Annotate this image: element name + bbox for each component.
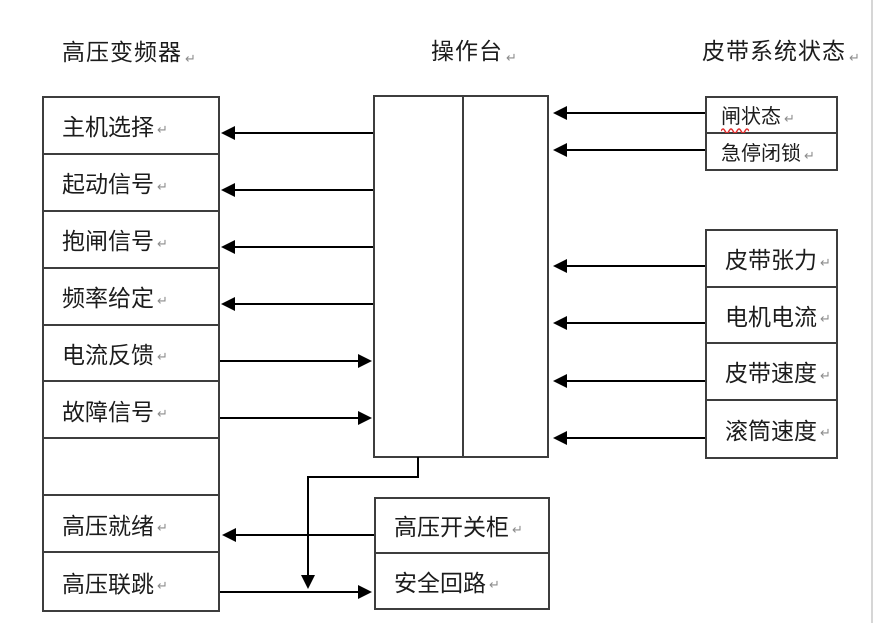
diagram-row: 起动信号↵ — [44, 155, 218, 212]
row-label: 高压联跳 — [62, 571, 154, 598]
paragraph-return-icon: ↵ — [820, 255, 831, 271]
diagram-row: 滚筒速度↵ — [707, 401, 836, 458]
row-label: 电机电流 — [725, 304, 817, 331]
row-label: 皮带张力 — [725, 248, 817, 275]
row-label: 起动信号 — [62, 172, 154, 199]
title-console-text: 操作台 — [431, 39, 503, 65]
arrowhead-icon — [221, 183, 235, 197]
row-label: 主机选择 — [62, 115, 154, 142]
diagram-row-empty — [44, 439, 218, 497]
diagram-row: 皮带张力↵ — [707, 231, 836, 288]
arrowhead-icon — [358, 354, 372, 368]
arrowhead-icon — [221, 297, 235, 311]
diagram-row: 故障信号↵ — [44, 382, 218, 440]
hv-inverter-panel: 主机选择↵起动信号↵抱闸信号↵频率给定↵电流反馈↵故障信号↵高压就绪↵高压联跳↵ — [42, 96, 220, 612]
diagram-row: 安全回路↵ — [376, 554, 548, 609]
console-box — [373, 95, 549, 458]
row-label: 安全回路 — [394, 570, 486, 597]
arrowhead-icon — [553, 259, 567, 273]
diagram-row: 急停闭锁↵ — [707, 134, 836, 170]
arrowhead-icon — [553, 316, 567, 330]
arrowhead-icon — [553, 431, 567, 445]
diagram-row: 抱闸信号↵ — [44, 212, 218, 269]
arrowhead-icon — [553, 143, 567, 157]
title-console: 操作台↵ — [431, 32, 518, 66]
paragraph-return-icon: ↵ — [849, 51, 861, 66]
title-belt-system-status: 皮带系统状态↵ — [702, 32, 861, 66]
page-edge-line — [871, 0, 873, 623]
console-inner-divider — [462, 97, 464, 456]
belt-status-panel-2: 皮带张力↵电机电流↵皮带速度↵滚筒速度↵ — [705, 229, 838, 459]
paragraph-return-icon: ↵ — [157, 579, 168, 595]
paragraph-return-icon: ↵ — [185, 52, 197, 67]
paragraph-return-icon: ↵ — [820, 426, 831, 442]
arrowhead-icon — [358, 411, 372, 425]
paragraph-return-icon: ↵ — [512, 522, 523, 538]
paragraph-return-icon: ↵ — [820, 368, 831, 384]
diagram-row: 高压联跳↵ — [44, 553, 218, 610]
diagram-row: 主机选择↵ — [44, 98, 218, 155]
diagram-row: 频率给定↵ — [44, 269, 218, 326]
arrowhead-icon — [301, 575, 315, 589]
diagram-row: 高压开关柜↵ — [376, 499, 548, 554]
title-hv-inverter-text: 高压变频器 — [62, 40, 182, 66]
paragraph-return-icon: ↵ — [157, 521, 168, 537]
row-label: 电流反馈 — [62, 342, 154, 369]
row-label: 急停闭锁 — [721, 140, 801, 165]
paragraph-return-icon: ↵ — [784, 112, 795, 128]
row-label: 闸状态 — [721, 104, 781, 129]
diagram-row: 闸状态↵ — [707, 98, 836, 134]
title-hv-inverter: 高压变频器↵ — [62, 33, 197, 67]
arrowhead-icon — [221, 240, 235, 254]
paragraph-return-icon: ↵ — [489, 578, 500, 594]
diagram-row: 皮带速度↵ — [707, 344, 836, 401]
arrowhead-icon — [553, 374, 567, 388]
arrowhead-icon — [222, 528, 236, 542]
arrowhead-icon — [221, 126, 235, 140]
row-label: 频率给定 — [62, 286, 154, 313]
row-label: 抱闸信号 — [62, 229, 154, 256]
row-label: 故障信号 — [62, 399, 154, 426]
paragraph-return-icon: ↵ — [820, 312, 831, 328]
diagram-row: 电机电流↵ — [707, 288, 836, 344]
paragraph-return-icon: ↵ — [157, 350, 168, 366]
paragraph-return-icon: ↵ — [157, 122, 168, 138]
row-label: 高压开关柜 — [394, 515, 509, 542]
arrowhead-icon — [553, 106, 567, 120]
diagram-row: 高压就绪↵ — [44, 496, 218, 554]
row-label: 滚筒速度 — [725, 418, 817, 445]
title-belt-system-status-text: 皮带系统状态 — [702, 39, 846, 65]
paragraph-return-icon: ↵ — [157, 236, 168, 252]
belt-status-panel-1: 闸状态↵急停闭锁↵ — [705, 96, 838, 171]
paragraph-return-icon: ↵ — [506, 51, 518, 66]
arrowhead-icon — [358, 585, 372, 599]
row-label: 高压就绪 — [62, 513, 154, 540]
paragraph-return-icon: ↵ — [157, 179, 168, 195]
paragraph-return-icon: ↵ — [157, 293, 168, 309]
paragraph-return-icon: ↵ — [157, 407, 168, 423]
switchgear-safety-panel: 高压开关柜↵安全回路↵ — [374, 497, 550, 610]
paragraph-return-icon: ↵ — [804, 148, 815, 164]
row-label: 皮带速度 — [725, 361, 817, 388]
diagram-row: 电流反馈↵ — [44, 326, 218, 383]
